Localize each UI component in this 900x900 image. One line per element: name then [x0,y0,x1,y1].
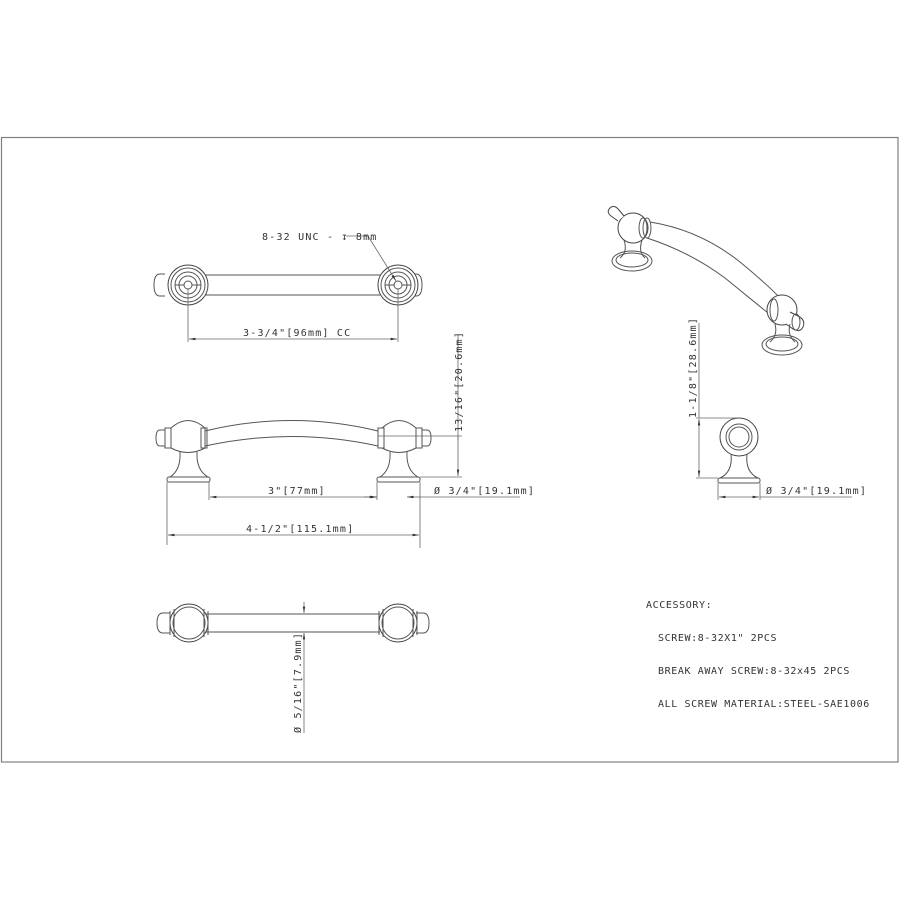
accessory-line-screw: SCREW:8-32X1" 2PCS [658,633,778,644]
overall-length-label: 4-1/2"[115.1mm] [246,524,354,535]
accessory-line-breakaway-screw: BREAK AWAY SCREW:8-32x45 2PCS [658,666,850,677]
accessory-line-material: ALL SCREW MATERIAL:STEEL-SAE1006 [658,699,870,710]
sheet-border [0,136,899,763]
front-view: 13/16"[20.6mm] 3"[77mm] Ø 3/4"[19.1mm] 4… [155,331,535,548]
center-to-center-label: 3-3/4"[96mm] CC [243,328,351,339]
bar-diameter-label: Ø 5/16"[7.9mm] [292,632,304,733]
accessory-notes: ACCESSORY: SCREW:8-32X1" 2PCS BREAK AWAY… [646,578,870,721]
projection-label: 1-1/8"[28.6mm] [688,317,699,418]
side-view: 1-1/8"[28.6mm] Ø 3/4"[19.1mm] [688,317,867,500]
left-post-rosette [167,264,209,306]
height-dimension-label: 13/16"[20.6mm] [454,331,465,432]
bottom-view: Ø 5/16"[7.9mm] [156,602,430,733]
thread-callout-label: 8-32 UNC - ↧ 8mm [262,232,378,243]
inner-span-label: 3"[77mm] [268,486,326,497]
isometric-view [607,205,805,356]
accessory-title: ACCESSORY: [646,600,713,611]
base-diameter-label: Ø 3/4"[19.1mm] [434,485,535,497]
top-view: 8-32 UNC - ↧ 8mm 3-3/4"[96mm] CC [153,232,423,342]
side-base-diameter-label: Ø 3/4"[19.1mm] [766,485,867,497]
